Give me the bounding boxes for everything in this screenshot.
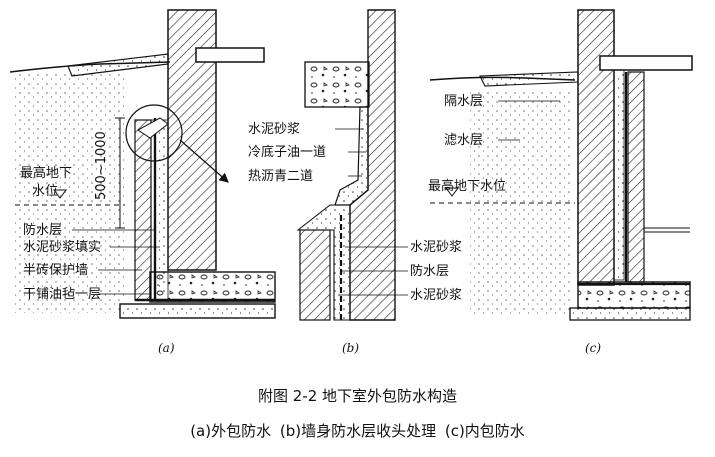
label-b-mortar-2: 水泥砂浆 (410, 288, 462, 303)
label-b-waterproof: 防水层 (410, 263, 449, 279)
panel-a: 500~1000 最高地下 水位 防水层 水泥砂浆填实 半砖保护墙 干铺油毡一层… (9, 9, 276, 355)
water-level-label-a2: 水位 (32, 184, 58, 199)
base-concrete-a (149, 271, 276, 303)
label-b-mortar-top: 水泥砂浆 (248, 122, 300, 137)
apron-a (67, 53, 169, 77)
main-wall-c (577, 9, 615, 286)
label-c-filter: 滤水层 (444, 133, 483, 148)
inner-wall-c (627, 71, 645, 283)
label-b-mortar-1: 水泥砂浆 (410, 240, 462, 255)
base-concrete-c (577, 281, 691, 309)
filter-layer-c (613, 69, 625, 281)
label-a-felt: 干铺油毡一层 (23, 287, 101, 302)
panel-b: 水泥砂浆 冷底子油一道 热沥青二道 水泥砂浆 防水层 水泥砂浆 (b) (248, 9, 462, 355)
detail-circle-a (125, 104, 183, 162)
apron-c (479, 71, 579, 87)
floor-slab-a (195, 47, 265, 63)
label-a-protect-wall: 半砖保护墙 (23, 263, 88, 278)
label-b-asphalt: 热沥青二道 (248, 169, 313, 184)
label-c-water-level: 最高地下水位 (428, 178, 506, 194)
protect-wall-b (299, 229, 331, 321)
panel-a-tag: (a) (158, 341, 175, 355)
figure-caption-parts: (a)外包防水 (b)墙身防水层收头处理 (c)内包防水 (190, 422, 525, 440)
label-a-mortar: 水泥砂浆填实 (23, 240, 101, 255)
water-level-label-a1: 最高地下 (20, 165, 72, 181)
label-a-waterproof: 防水层 (23, 222, 62, 238)
protect-wall-a (134, 119, 152, 301)
bottom-cushion-a (119, 303, 276, 319)
bottom-cushion-c (569, 307, 691, 321)
label-b-cold-oil: 冷底子油一道 (248, 144, 326, 160)
label-c-isolation: 隔水层 (444, 94, 483, 109)
figure-caption-title: 附图 2-2 地下室外包防水构造 (257, 387, 458, 405)
soil-a (15, 73, 125, 313)
floor-slab-c (599, 55, 693, 71)
panel-c: 隔水层 滤水层 最高地下水位 (c) (428, 9, 693, 355)
panel-b-tag: (b) (342, 341, 359, 355)
dimension-label-a: 500~1000 (94, 131, 109, 200)
panel-c-tag: (c) (585, 341, 601, 355)
